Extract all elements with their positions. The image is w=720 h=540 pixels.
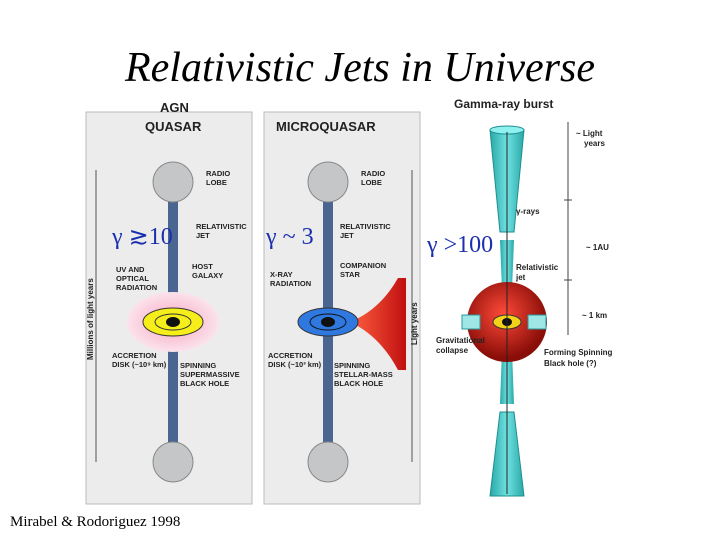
mq-disk-label-2: DISK (~10³ km) — [268, 360, 322, 369]
mq-radio-lobe-label: RADIO LOBE — [361, 169, 387, 187]
agn-radio-lobe-label: RADIO LOBE — [206, 169, 232, 187]
grb-jet-label-1: Relativistic — [516, 263, 559, 272]
grb-jet-label-2: jet — [515, 273, 526, 282]
agn-bh-label: SPINNING SUPERMASSIVE BLACK HOLE — [180, 361, 242, 388]
mq-radio-lobe-bottom — [307, 441, 349, 483]
grb-au-label: ~ 1AU — [586, 243, 609, 252]
mq-disk-ring — [309, 313, 347, 331]
mq-companion-label: COMPANION STAR — [340, 261, 388, 279]
agn-disk-label-1: ACCRETION — [112, 351, 157, 360]
grb-grav-label-2: collapse — [436, 346, 469, 355]
mq-radiation-label: X-RAY RADIATION — [270, 270, 311, 288]
microquasar-panel: MICROQUASAR Light years γ ~ 3 RADIO LOBE… — [263, 111, 421, 505]
grb-bh-label: Forming Spinning Black hole (?) — [544, 348, 615, 368]
agn-rad-label-2: OPTICAL — [116, 274, 149, 283]
agn-header: QUASAR — [145, 119, 202, 134]
grb-light-years-label: ~ Light years — [576, 129, 605, 148]
agn-jet-label-1: RELATIVISTIC — [196, 222, 247, 231]
mq-bh-label-2: STELLAR-MASS — [334, 370, 393, 379]
grb-jet-label: Relativistic jet — [515, 263, 560, 282]
agn-host-label-1: HOST — [192, 262, 213, 271]
agn-radio-lobe-bottom — [152, 441, 194, 483]
agn-bh-label-3: BLACK HOLE — [180, 379, 229, 388]
agn-jet-label-2: JET — [196, 231, 210, 240]
agn-radio-lobe-label-2: LOBE — [206, 178, 227, 187]
mq-axis-label: Light years — [410, 302, 419, 345]
grb-bh-label-2: Black hole (?) — [544, 359, 597, 368]
agn-radio-lobe-label-1: RADIO — [206, 169, 230, 178]
agn-black-hole — [166, 317, 180, 327]
agn-radio-lobe-top — [152, 161, 194, 203]
agn-host-label-2: GALAXY — [192, 271, 223, 280]
grb-panel: Gamma-ray burst γ >100 ~ Light years γ-r… — [426, 97, 615, 497]
agn-bh-label-2: SUPERMASSIVE — [180, 370, 240, 379]
agn-jet-label: RELATIVISTIC JET — [196, 222, 249, 240]
mq-header: MICROQUASAR — [276, 119, 376, 134]
agn-rad-label-3: RADIATION — [116, 283, 157, 292]
agn-rad-label-1: UV AND — [116, 265, 145, 274]
agn-disk-label-2: DISK (~10⁹ km) — [112, 360, 167, 369]
agn-host-label: HOST GALAXY — [192, 262, 223, 280]
grb-grav-label: Gravitational collapse — [436, 336, 487, 355]
grb-ly-label-2: years — [584, 139, 605, 148]
mq-gamma: γ ~ 3 — [265, 224, 314, 250]
mq-radio-lobe-label-1: RADIO — [361, 169, 385, 178]
agn-disk-ring — [154, 313, 192, 331]
agn-header-top: AGN — [160, 100, 189, 115]
mq-companion-star — [350, 278, 406, 370]
mq-jet-label-2: JET — [340, 231, 354, 240]
grb-gamma: γ >100 — [426, 232, 493, 258]
agn-disk-label: ACCRETION DISK (~10⁹ km) — [112, 351, 167, 369]
grb-bh-label-1: Forming Spinning — [544, 348, 613, 357]
grb-grav-label-1: Gravitational — [436, 336, 485, 345]
credit-text: Mirabel & Rodoriguez 1998 — [10, 514, 181, 530]
mq-disk-label-1: ACCRETION — [268, 351, 313, 360]
grb-ly-label-1: ~ Light — [576, 129, 603, 138]
mq-rad-label-1: X-RAY — [270, 270, 293, 279]
mq-radio-lobe-label-2: LOBE — [361, 178, 382, 187]
mq-comp-label-1: COMPANION — [340, 261, 386, 270]
agn-gamma: γ ≳10 — [111, 224, 173, 250]
slide-title: Relativistic Jets in Universe — [124, 45, 596, 91]
grb-km-label: ~ 1 km — [582, 311, 607, 320]
grb-gamma-rays-label: γ-rays — [516, 207, 540, 216]
agn-radiation-label: UV AND OPTICAL RADIATION — [116, 265, 157, 292]
grb-infall-right — [527, 314, 547, 330]
mq-radio-lobe-top — [307, 161, 349, 203]
mq-bh-label-3: BLACK HOLE — [334, 379, 383, 388]
agn-axis-label: Millions of light years — [86, 278, 95, 360]
agn-panel: AGN QUASAR Millions of light years γ ≳10… — [85, 100, 253, 505]
mq-disk-label: ACCRETION DISK (~10³ km) — [268, 351, 322, 369]
mq-rad-label-2: RADIATION — [270, 279, 311, 288]
mq-jet-label: RELATIVISTIC JET — [340, 222, 393, 240]
grb-infall-left — [461, 314, 481, 330]
mq-jet-label-1: RELATIVISTIC — [340, 222, 391, 231]
agn-bh-label-1: SPINNING — [180, 361, 216, 370]
mq-bh-label-1: SPINNING — [334, 361, 370, 370]
grb-header: Gamma-ray burst — [454, 97, 553, 111]
mq-black-hole — [321, 317, 335, 327]
mq-bh-label: SPINNING STELLAR-MASS BLACK HOLE — [334, 361, 395, 388]
mq-comp-label-2: STAR — [340, 270, 360, 279]
